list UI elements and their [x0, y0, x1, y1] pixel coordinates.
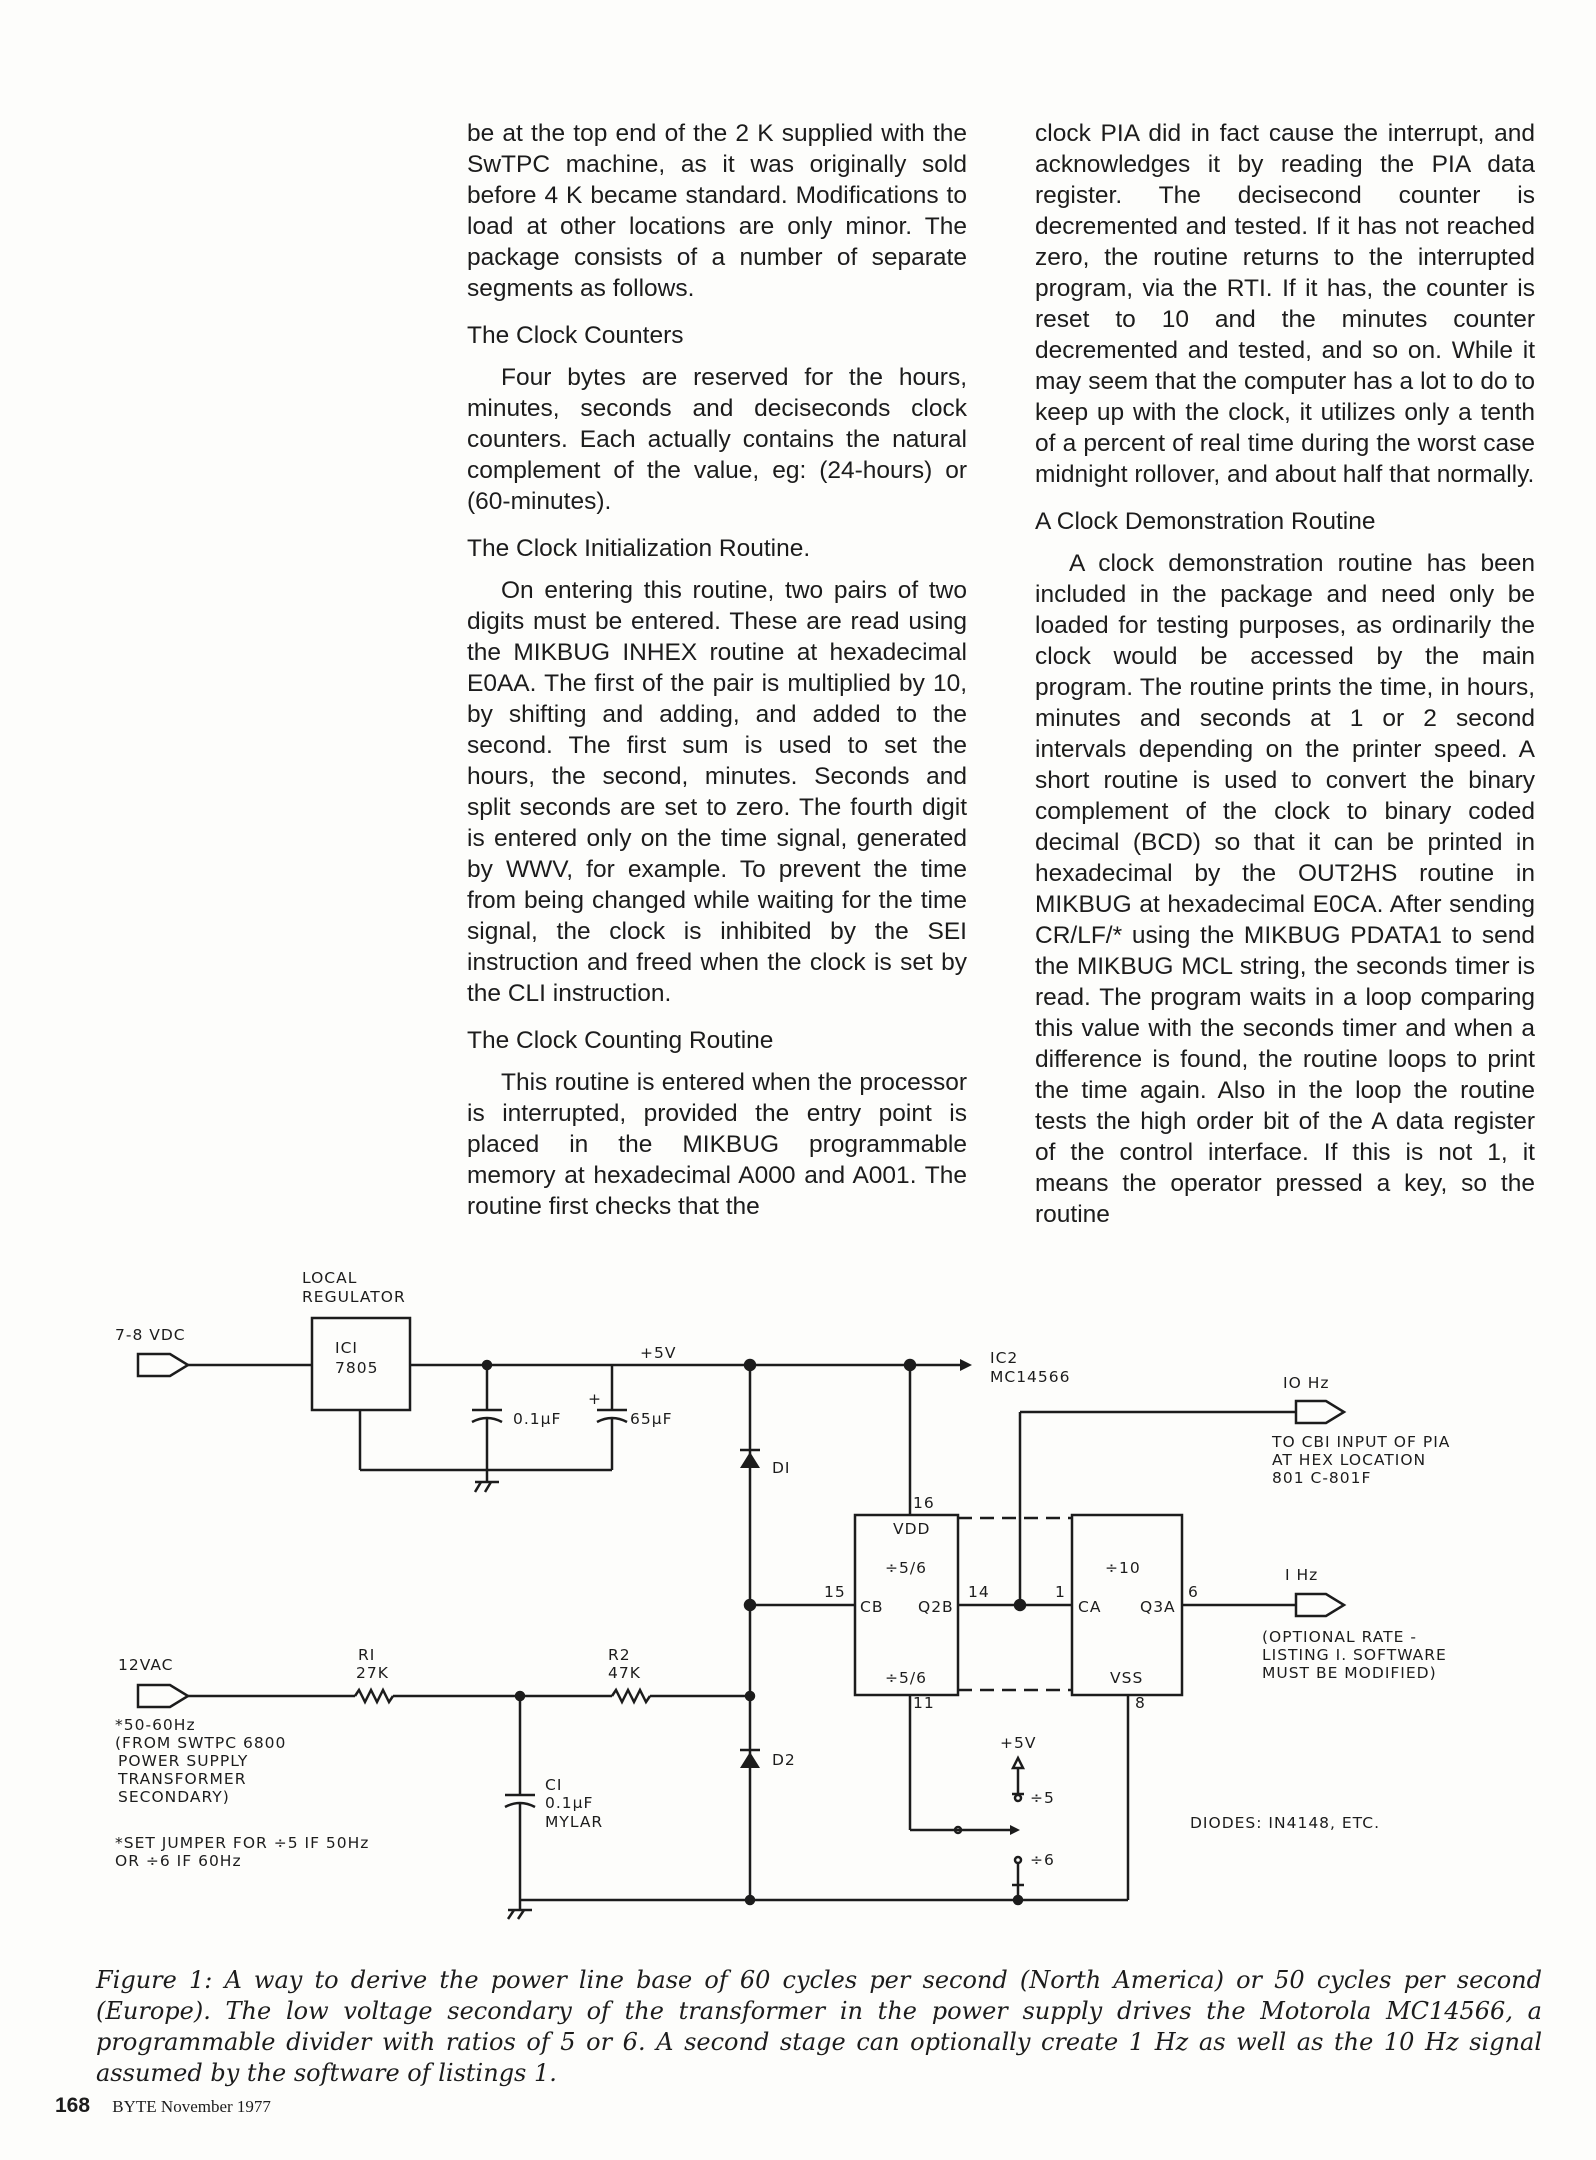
text-column-right: clock PIA did in fact cause the interrup… — [1035, 118, 1535, 1230]
paragraph: clock PIA did in fact cause the interrup… — [1035, 120, 1535, 488]
label-r2-value: 47K — [608, 1664, 641, 1682]
section-heading: The Clock Counters — [467, 322, 684, 349]
schematic-diagram: LOCAL REGULATOR 7-8 VDC ICI 7805 +5V 0.1… — [115, 1269, 1450, 1920]
label-r1-value: 27K — [356, 1664, 389, 1682]
diode-d1-icon — [740, 1452, 760, 1468]
paragraph: This routine is entered when the process… — [467, 1069, 967, 1220]
resistor-r1-icon — [353, 1687, 395, 1705]
section-heading: A Clock Demonstration Routine — [1035, 508, 1376, 535]
ground-icon — [506, 1909, 516, 1920]
label-vdd: VDD — [893, 1520, 930, 1538]
label-pin11: 11 — [913, 1694, 935, 1712]
jumper-pad — [1013, 1855, 1023, 1865]
arrowhead — [960, 1359, 972, 1371]
ground-icon — [473, 1481, 483, 1493]
junction-dot — [1012, 1894, 1024, 1906]
section-heading: The Clock Initialization Routine. — [467, 535, 811, 562]
label-jumper-div5: ÷5 — [1030, 1789, 1055, 1807]
jumper-pad — [953, 1825, 963, 1835]
label-c-0-1uf: 0.1μF — [513, 1410, 561, 1428]
label-q2b: Q2B — [918, 1598, 954, 1616]
label-c-65uf: 65μF — [630, 1410, 673, 1428]
label-ic1: ICI — [335, 1339, 358, 1357]
label-local: LOCAL — [302, 1269, 357, 1287]
label-ic2: IC2 — [990, 1349, 1018, 1367]
junction-dot — [744, 1690, 756, 1702]
label-optional-line3: MUST BE MODIFIED) — [1262, 1664, 1437, 1682]
dc-input-connector — [136, 1352, 191, 1378]
jumper-arrow-icon — [1010, 1755, 1026, 1770]
label-pin8: 8 — [1135, 1694, 1146, 1712]
paragraph: be at the top end of the 2 K supplied wi… — [467, 120, 967, 302]
label-cb: CB — [860, 1598, 883, 1616]
output-10hz-connector — [1294, 1399, 1347, 1425]
page-number: 168 — [55, 2094, 91, 2117]
label-jumper-div6: ÷6 — [1030, 1851, 1055, 1869]
jumper-pad — [1013, 1793, 1023, 1803]
label-10hz: IO Hz — [1283, 1374, 1330, 1392]
diode-d2-icon — [740, 1752, 760, 1768]
label-optional-line2: LISTING I. SOFTWARE — [1262, 1646, 1447, 1664]
label-c1: CI — [545, 1776, 562, 1794]
label-cb1-line1: TO CBI INPUT OF PIA — [1271, 1433, 1450, 1451]
arrowhead — [1010, 1825, 1020, 1835]
label-d1: DI — [772, 1459, 791, 1477]
ground-icon — [516, 1909, 526, 1920]
label-ic2-part: MC14566 — [990, 1368, 1071, 1386]
label-q3a: Q3A — [1140, 1598, 1176, 1616]
figure-caption: Figure 1: A way to derive the power line… — [96, 1966, 1542, 2087]
page-footer: 168 BYTE November 1977 — [55, 2094, 271, 2118]
label-d2: D2 — [772, 1751, 796, 1769]
label-cb1-line3: 801 C-801F — [1272, 1469, 1371, 1487]
label-pin1: 1 — [1055, 1583, 1066, 1601]
label-vdc-input: 7-8 VDC — [115, 1326, 186, 1344]
label-pin6: 6 — [1188, 1583, 1199, 1601]
ground-icon — [483, 1481, 493, 1493]
label-12vac: 12VAC — [118, 1656, 174, 1674]
label-c1-value: 0.1μF — [545, 1794, 593, 1812]
label-polarity: + — [588, 1390, 602, 1408]
output-1hz-connector — [1294, 1592, 1347, 1618]
label-r2: R2 — [608, 1646, 631, 1664]
label-freq-note1: *50-60Hz — [115, 1716, 196, 1734]
label-ca: CA — [1078, 1598, 1101, 1616]
label-div10: ÷10 — [1105, 1559, 1141, 1577]
label-freq-note2: (FROM SWTPC 6800 — [115, 1734, 286, 1752]
label-ic1-part: 7805 — [335, 1359, 378, 1377]
label-1hz: I Hz — [1285, 1566, 1318, 1584]
label-plus5v: +5V — [640, 1344, 676, 1362]
schematic-figure: LOCAL REGULATOR 7-8 VDC ICI 7805 +5V 0.1… — [0, 1260, 1596, 1925]
text-column-left: be at the top end of the 2 K supplied wi… — [467, 118, 967, 1222]
label-cb1-line2: AT HEX LOCATION — [1272, 1451, 1426, 1469]
paragraph: On entering this routine, two pairs of t… — [467, 577, 967, 1007]
label-freq-note4: TRANSFORMER — [117, 1770, 246, 1788]
label-jumper-note1: *SET JUMPER FOR ÷5 IF 50Hz — [115, 1834, 369, 1852]
label-optional-line1: (OPTIONAL RATE - — [1262, 1628, 1417, 1646]
ac-input-connector — [136, 1683, 191, 1709]
label-vss: VSS — [1110, 1669, 1143, 1687]
label-jumper-5v: +5V — [1000, 1734, 1036, 1752]
label-freq-note5: SECONDARY) — [118, 1788, 230, 1806]
label-jumper-note2: OR ÷6 IF 60Hz — [115, 1852, 242, 1870]
label-div56-top: ÷5/6 — [885, 1559, 927, 1577]
issue-label: BYTE November 1977 — [112, 2097, 271, 2116]
label-freq-note3: POWER SUPPLY — [118, 1752, 248, 1770]
label-regulator: REGULATOR — [302, 1288, 406, 1306]
paragraph: A clock demonstration routine has been i… — [1035, 550, 1535, 1228]
label-pin15: 15 — [824, 1583, 846, 1601]
label-pin14: 14 — [968, 1583, 990, 1601]
resistor-r2-icon — [610, 1687, 652, 1705]
label-pin16: 16 — [913, 1494, 935, 1512]
label-div56-bottom: ÷5/6 — [885, 1669, 927, 1687]
section-heading: The Clock Counting Routine — [467, 1027, 774, 1054]
label-r1: RI — [358, 1646, 375, 1664]
junction-dot — [481, 1359, 493, 1371]
label-diodes: DIODES: IN4148, ETC. — [1190, 1814, 1380, 1832]
junction-dot — [744, 1894, 756, 1906]
paragraph: Four bytes are reserved for the hours, m… — [467, 364, 967, 515]
label-c1-type: MYLAR — [545, 1813, 603, 1831]
